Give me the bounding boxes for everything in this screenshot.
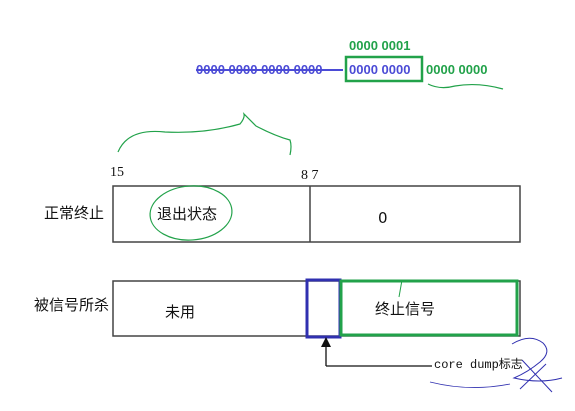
low-byte-label: 0000 0000 [426, 62, 488, 77]
core-dump-bit-box [305, 278, 342, 339]
core-dump-annotation: core dump标志 [434, 358, 523, 372]
struck-bits-label: 0000 0000 0000 0000 [196, 62, 323, 77]
handwritten-underline-blue [429, 381, 511, 388]
arrow-head [321, 337, 331, 347]
bit-8-7-marker: 8 7 [301, 168, 319, 183]
row-label-normal: 正常终止 [44, 204, 105, 222]
boxed-byte-label: 0000 0000 [349, 62, 411, 77]
handwritten-underline [427, 83, 504, 90]
row-label-signal: 被信号所杀 [34, 296, 110, 314]
low-byte-value-label: 0000 0001 [349, 38, 411, 53]
curly-brace-annotation [117, 112, 292, 156]
exit-status-field: 退出状态 [157, 205, 218, 223]
handwritten-tick [398, 279, 403, 298]
row-normal-box [112, 185, 521, 243]
unused-field: 未用 [165, 303, 196, 321]
low-byte-zero-field: 0 [378, 209, 388, 227]
exit-status-circle [149, 185, 233, 241]
handwritten-cross-stroke-1 [521, 359, 553, 393]
bit-15-marker: 15 [110, 165, 124, 180]
boxed-byte-outline [344, 55, 424, 83]
termination-signal-field: 终止信号 [375, 300, 436, 318]
termination-signal-box [339, 279, 519, 337]
handwritten-cross-stroke-2 [519, 363, 547, 390]
